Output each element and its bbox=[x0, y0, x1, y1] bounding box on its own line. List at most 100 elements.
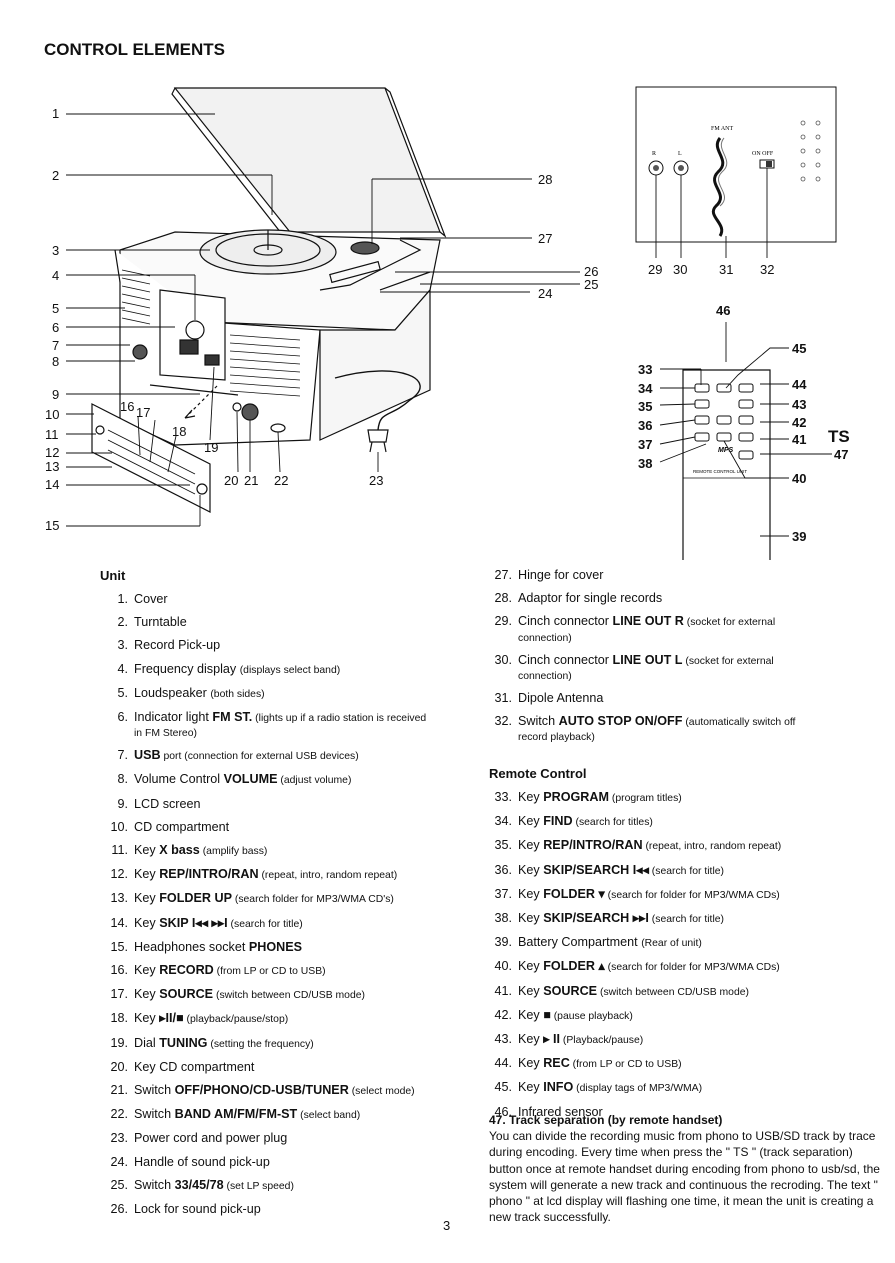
item-number: 23. bbox=[110, 1131, 128, 1146]
item-keyword: ▸ II bbox=[543, 1032, 561, 1047]
item-number: 27. bbox=[494, 568, 512, 582]
callout-34: 34 bbox=[638, 381, 653, 396]
item-note: (Rear of unit) bbox=[641, 938, 702, 950]
item-text: Indicator light bbox=[134, 710, 213, 725]
item-number: 31. bbox=[494, 690, 512, 705]
item-keyword: BAND AM/FM/FM-ST bbox=[174, 1107, 298, 1122]
callout-36: 36 bbox=[638, 418, 652, 433]
item-keyword: LINE OUT L bbox=[612, 652, 683, 667]
page-heading: CONTROL ELEMENTS bbox=[44, 40, 226, 59]
item-keyword: VOLUME bbox=[223, 772, 278, 787]
list-item: 32.Switch AUTO STOP ON/OFF (automaticall… bbox=[484, 710, 884, 734]
item-text: Key bbox=[134, 915, 160, 930]
remote-callout-numbers: 46 45 33 34 35 36 37 38 44 43 42 41 47 4… bbox=[638, 303, 850, 544]
item-number: 20. bbox=[110, 1059, 128, 1074]
callout-45: 45 bbox=[792, 341, 806, 356]
item-number: 28. bbox=[494, 591, 512, 606]
item-text: Headphones socket bbox=[134, 939, 249, 954]
item-keyword: FOLDER ▴ bbox=[543, 959, 605, 974]
list-item: 26.Lock for sound pick-up bbox=[100, 1198, 480, 1221]
item-keyword: REC bbox=[543, 1056, 570, 1071]
item-text: Adaptor for single records bbox=[518, 591, 663, 606]
list-item: 22.Switch BAND AM/FM/FM-ST (select band) bbox=[100, 1103, 480, 1127]
item-text: Cinch connector bbox=[518, 652, 613, 667]
list-item: 19.Dial TUNING (setting the frequency) bbox=[100, 1032, 480, 1056]
item-text: Key bbox=[518, 862, 544, 877]
callout-5: 5 bbox=[52, 301, 59, 316]
item-number: 7. bbox=[117, 748, 128, 763]
item-keyword: 33/45/78 bbox=[174, 1177, 224, 1192]
item-number: 46. bbox=[494, 1104, 512, 1119]
callout-8: 8 bbox=[52, 354, 59, 369]
remote-footer: REMOTE CONTROL UNIT bbox=[693, 469, 747, 474]
item-number: 21. bbox=[110, 1083, 128, 1098]
item-keyword: SOURCE bbox=[543, 983, 598, 998]
list-item: 25.Switch 33/45/78 (set LP speed) bbox=[100, 1174, 480, 1198]
item-number: 40. bbox=[494, 959, 512, 974]
item-text: Switch bbox=[518, 714, 559, 729]
ts-body: You can divide the recording music from … bbox=[489, 1129, 880, 1225]
item-text: Key bbox=[518, 911, 544, 926]
item-text: Lock for sound pick-up bbox=[134, 1202, 261, 1217]
item-note: (display tags of MP3/WMA) bbox=[573, 1083, 703, 1095]
remote-items-list: 33.Key PROGRAM (program titles)34.Key FI… bbox=[484, 786, 884, 1124]
item-keyword: REP/INTRO/RAN bbox=[159, 867, 259, 882]
callout-26: 26 bbox=[584, 264, 598, 279]
item-text: Key bbox=[518, 1056, 544, 1071]
item-keyword: REP/INTRO/RAN bbox=[543, 838, 643, 853]
item-keyword: SOURCE bbox=[159, 987, 214, 1002]
fm-ant-label: FM ANT bbox=[711, 126, 734, 132]
unit-callout-numbers: 1 2 3 4 5 6 7 8 9 10 11 12 13 14 15 16 1… bbox=[45, 106, 598, 533]
callout-22: 22 bbox=[274, 473, 288, 488]
list-item: 16.Key RECORD (from LP or CD to USB) bbox=[100, 959, 480, 983]
item-note: (from LP or CD to USB) bbox=[569, 1059, 682, 1071]
callout-30: 30 bbox=[673, 262, 687, 277]
diagrams: 1 2 3 4 5 6 7 8 9 10 11 12 13 14 15 16 1… bbox=[45, 86, 850, 560]
unit-heading: Unit bbox=[100, 568, 126, 583]
item-text: Battery Compartment bbox=[518, 935, 642, 950]
list-item: 29.Cinch connector LINE OUT R (socket fo… bbox=[484, 610, 884, 634]
callout-32: 32 bbox=[760, 262, 774, 277]
item-text: Key CD compartment bbox=[134, 1059, 255, 1074]
item-note: (pause playback) bbox=[550, 1010, 633, 1022]
item-number: 36. bbox=[494, 862, 512, 877]
item-note: (socket for external bbox=[683, 617, 776, 629]
back-panel-drawing: FM ANT R L ON OFF bbox=[635, 86, 837, 258]
item-note: (repeat, intro, random repeat) bbox=[642, 841, 782, 853]
list-item: 3.Record Pick-up bbox=[100, 634, 480, 657]
callout-1: 1 bbox=[52, 106, 59, 121]
callout-12: 12 bbox=[45, 445, 59, 460]
callout-40: 40 bbox=[792, 471, 806, 486]
item-text: Key bbox=[134, 891, 160, 906]
item-number: 2. bbox=[117, 615, 128, 630]
item-text: Turntable bbox=[134, 615, 187, 630]
list-item: 39.Battery Compartment (Rear of unit) bbox=[484, 931, 884, 955]
list-item: 18.Key ▸II/■ (playback/pause/stop) bbox=[100, 1007, 480, 1031]
item-text: Record Pick-up bbox=[134, 638, 221, 653]
item-number: 30. bbox=[494, 652, 512, 667]
item-number: 18. bbox=[110, 1011, 128, 1026]
item-text: Infrared sensor bbox=[518, 1104, 603, 1119]
list-item: 6.Indicator light FM ST. (lights up if a… bbox=[100, 706, 480, 730]
item-keyword: ■ bbox=[543, 1007, 551, 1022]
item-note: (switch between CD/USB mode) bbox=[213, 990, 365, 1002]
callout-46: 46 bbox=[716, 303, 730, 318]
item-keyword: FOLDER UP bbox=[159, 891, 232, 906]
callout-19: 19 bbox=[204, 440, 218, 455]
item-keyword: PROGRAM bbox=[543, 790, 609, 804]
callout-3: 3 bbox=[52, 243, 59, 258]
item-text: Key bbox=[518, 959, 544, 974]
item-note: (displays select band) bbox=[239, 664, 341, 676]
remote-drawing: MPS REMOTE CONTROL UNIT bbox=[659, 322, 832, 560]
item-text: Key bbox=[134, 1011, 160, 1026]
item-keyword: PHONES bbox=[248, 939, 303, 954]
item-note: (setting the frequency) bbox=[207, 1038, 314, 1050]
list-item: 1.Cover bbox=[100, 588, 480, 611]
item-number: 34. bbox=[494, 814, 512, 829]
item-text: CD compartment bbox=[134, 819, 230, 834]
item-note: (socket for external bbox=[682, 655, 774, 667]
callout-37: 37 bbox=[638, 437, 652, 452]
callout-7: 7 bbox=[52, 338, 59, 353]
list-item: 33.Key PROGRAM (program titles) bbox=[484, 786, 884, 810]
